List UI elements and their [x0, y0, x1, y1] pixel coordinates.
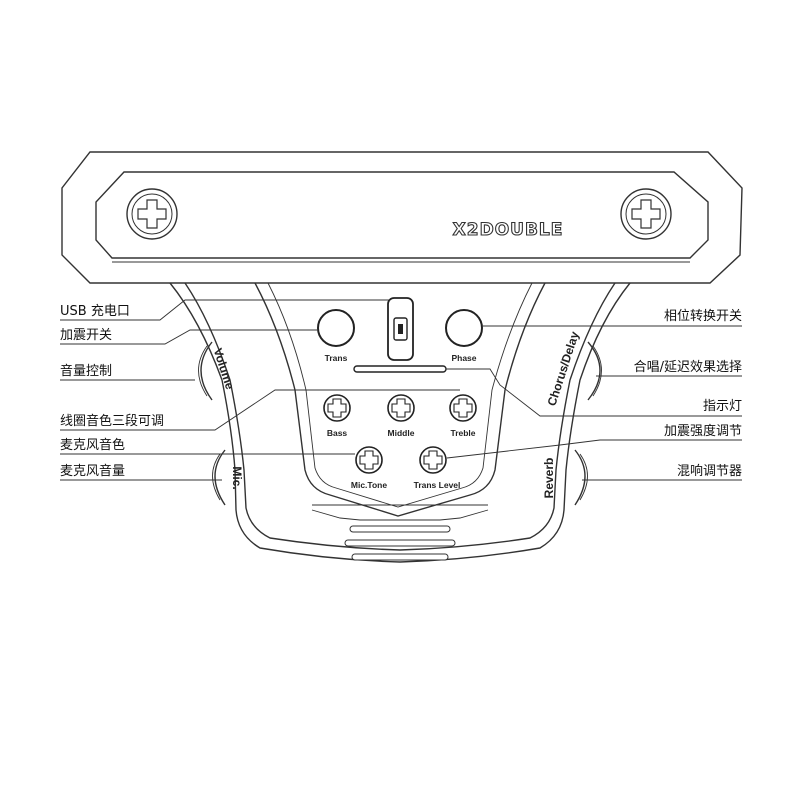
reverb-wheel: [574, 449, 588, 506]
top-bar: [61, 151, 743, 284]
treble-knob: [449, 394, 477, 422]
trans-switch: [317, 309, 355, 347]
mic-volume-wheel: [212, 449, 226, 506]
volume-wheel-label: Volume: [211, 346, 238, 391]
phase-switch: [445, 309, 483, 347]
leader-lines-left: [60, 299, 460, 481]
usb-port-icon: [387, 297, 414, 361]
callout-indicator: 指示灯: [703, 399, 742, 414]
middle-label: Middle: [388, 428, 415, 438]
screw-right-icon: [620, 188, 672, 240]
trans-label: Trans: [325, 353, 348, 363]
callout-mic-tone: 麦克风音色: [60, 437, 125, 453]
treble-label: Treble: [450, 428, 475, 438]
callout-vibration-intensity: 加震强度调节: [664, 423, 742, 439]
brand-logo: X2DOUBLE: [453, 220, 564, 240]
callout-vibration-switch: 加震开关: [60, 328, 112, 343]
callout-reverb-control: 混响调节器: [677, 463, 742, 479]
trans-level-knob: [419, 446, 447, 474]
screw-left-icon: [126, 188, 178, 240]
callout-coil-eq: 线圈音色三段可调: [60, 413, 164, 429]
chorus-delay-wheel: [587, 341, 602, 401]
callout-mic-volume: 麦克风音量: [60, 463, 125, 479]
phase-label: Phase: [451, 353, 476, 363]
bass-label: Bass: [327, 428, 348, 438]
trans-level-label: Trans Level: [414, 480, 461, 490]
device-body: [169, 282, 631, 563]
leader-lines-right: [446, 325, 742, 481]
mic-tone-knob: [355, 446, 383, 474]
callout-chorus-delay-select: 合唱/延迟效果选择: [634, 360, 742, 375]
indicator-light: [353, 365, 447, 373]
volume-wheel: [198, 341, 213, 401]
callout-usb: USB 充电口: [60, 303, 130, 319]
callout-volume-control: 音量控制: [60, 363, 112, 379]
bass-knob: [323, 394, 351, 422]
reverb-wheel-label: Reverb: [542, 458, 556, 499]
mic-wheel-label: Mic.: [230, 466, 244, 489]
callout-phase-switch: 相位转换开关: [664, 309, 742, 324]
middle-knob: [387, 394, 415, 422]
mic-tone-label: Mic.Tone: [351, 480, 387, 490]
